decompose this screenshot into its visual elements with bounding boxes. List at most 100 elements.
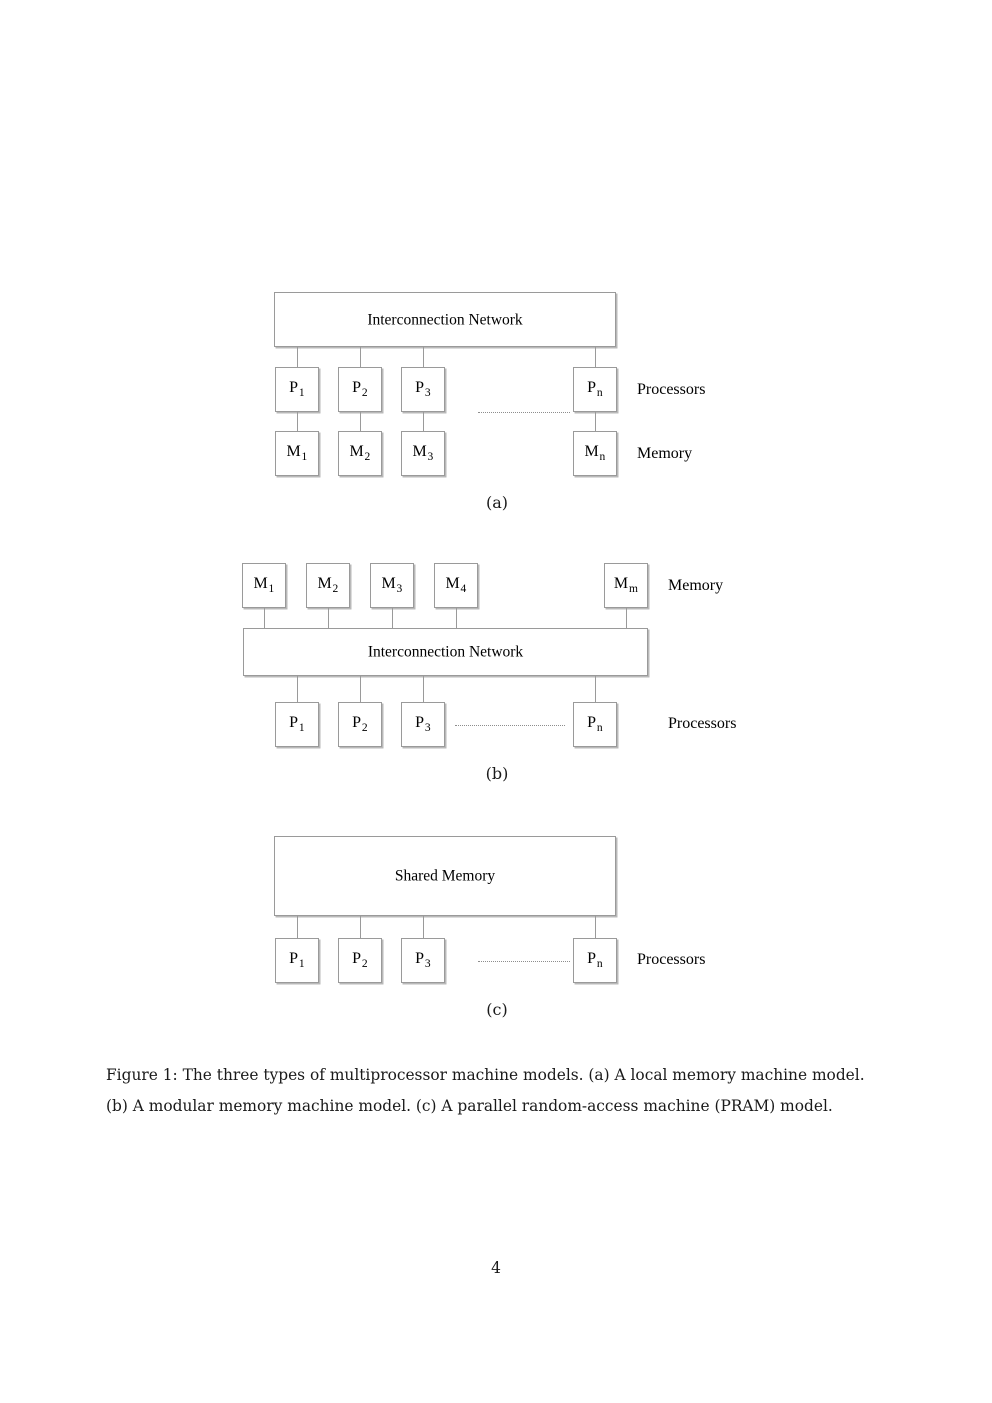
processor-label-p3-c: P3 xyxy=(402,949,444,971)
memory-letter-mm-b: M xyxy=(613,574,629,592)
processor-subscript-pn-a: n xyxy=(596,386,603,399)
processor-box-pn-c: Pn xyxy=(573,938,617,983)
processor-letter-pn-c: P xyxy=(587,949,597,967)
figure-caption-line-1: Figure 1: The three types of multiproces… xyxy=(106,1066,865,1084)
processor-box-p3-c: P3 xyxy=(401,938,445,983)
row-label-processors-a: Processors xyxy=(637,381,706,398)
connector-m3-network-b xyxy=(391,608,393,628)
memory-box-m1-a: M1 xyxy=(275,431,319,476)
processor-letter-p3-c: P xyxy=(415,949,425,967)
processor-label-pn-c: Pn xyxy=(574,949,616,971)
processor-subscript-p2-c: 2 xyxy=(361,957,368,970)
memory-letter-m1-b: M xyxy=(253,574,268,592)
memory-letter-m2-b: M xyxy=(317,574,332,592)
interconnection-network-box-a: Interconnection Network xyxy=(274,292,616,347)
figure-b-modular-memory-model: M1 M2 M3 M4 Mm xyxy=(242,563,737,783)
processor-box-p3-a: P3 xyxy=(401,367,445,412)
interconnection-network-label-a: Interconnection Network xyxy=(367,310,523,328)
processor-letter-p1-b: P xyxy=(289,713,299,731)
connector-p1-m1-a xyxy=(296,412,298,431)
processor-subscript-p1-a: 1 xyxy=(298,386,305,399)
processor-subscript-p2-b: 2 xyxy=(361,721,368,734)
processor-label-p2-a: P2 xyxy=(339,378,381,400)
connector-p3-m3-a xyxy=(423,412,424,431)
processor-box-p2-c: P2 xyxy=(338,938,382,983)
memory-letter-mn-a: M xyxy=(584,442,599,460)
memory-label-m2-a: M2 xyxy=(339,442,381,464)
memory-box-mm-b: Mm xyxy=(604,563,648,608)
processor-label-pn-a: Pn xyxy=(574,378,616,400)
processor-label-p3-a: P3 xyxy=(402,379,444,400)
memory-letter-m2-a: M xyxy=(349,442,364,460)
memory-label-m1-b: M1 xyxy=(243,574,285,596)
connector-pn-mn-a xyxy=(595,412,596,431)
memory-box-m2-a: M2 xyxy=(338,431,382,476)
processor-letter-p2-a: P xyxy=(352,378,362,396)
processor-box-pn-a: Pn xyxy=(573,367,617,412)
interconnection-network-box-b: Interconnection Network xyxy=(243,628,648,676)
connector-network-p1-a xyxy=(296,347,298,367)
row-label-memory-b: Memory xyxy=(668,577,724,594)
memory-box-m4-b: M4 xyxy=(434,563,478,608)
shared-memory-label-c: Shared Memory xyxy=(394,867,496,885)
processor-letter-p1-a: P xyxy=(289,378,299,396)
connector-memory-pn-c xyxy=(595,916,596,938)
interconnection-network-label-b: Interconnection Network xyxy=(367,643,524,661)
processor-label-p1-b: P1 xyxy=(276,713,318,735)
processor-letter-p2-b: P xyxy=(352,713,362,731)
processor-subscript-p1-b: 1 xyxy=(298,721,305,734)
shared-memory-box-c: Shared Memory xyxy=(274,836,616,916)
processor-letter-pn-a: P xyxy=(587,378,597,396)
processor-letter-p1-c: P xyxy=(289,949,299,967)
memory-subscript-mm-b: m xyxy=(628,582,639,595)
row-label-processors-b: Processors xyxy=(668,715,737,732)
processor-label-p1-c: P1 xyxy=(276,949,318,971)
connector-m2-network-b xyxy=(327,608,329,628)
processor-subscript-pn-c: n xyxy=(596,957,603,970)
memory-subscript-m2-b: 2 xyxy=(332,582,339,595)
processor-label-p2-b: P2 xyxy=(339,713,381,735)
ellipsis-dots-b xyxy=(455,725,565,727)
connector-network-p1-b xyxy=(296,676,298,702)
connector-network-pn-a xyxy=(595,347,596,367)
memory-letter-m4-b: M xyxy=(445,574,460,592)
processor-label-p2-c: P2 xyxy=(339,950,381,971)
ellipsis-dots-a xyxy=(478,412,570,414)
processor-label-p1-a: P1 xyxy=(276,378,318,400)
connector-network-pn-b xyxy=(595,676,596,702)
processor-subscript-p1-c: 1 xyxy=(298,957,305,970)
memory-box-mn-a: Mn xyxy=(573,431,617,476)
memory-label-m4-b: M4 xyxy=(435,574,477,596)
memory-subscript-m3-a: 3 xyxy=(427,450,434,463)
memory-subscript-m4-b: 4 xyxy=(460,582,467,595)
memory-label-mm-b: Mm xyxy=(605,574,647,596)
processor-subscript-p2-a: 2 xyxy=(361,386,368,399)
memory-label-m3-b: M3 xyxy=(371,574,413,596)
processor-label-p3-b: P3 xyxy=(402,714,444,735)
processor-subscript-p3-a: 3 xyxy=(424,386,431,399)
memory-box-m3-b: M3 xyxy=(370,563,414,608)
memory-letter-m3-b: M xyxy=(381,574,396,592)
row-label-processors-c: Processors xyxy=(637,951,706,968)
processor-subscript-p3-b: 3 xyxy=(424,721,431,734)
ellipsis-dots-c xyxy=(478,961,570,963)
memory-subscript-m2-a: 2 xyxy=(364,450,371,463)
processor-subscript-pn-b: n xyxy=(596,721,603,734)
processor-box-p3-b: P3 xyxy=(401,702,445,747)
connector-p2-m2-a xyxy=(360,412,361,431)
page-number: 4 xyxy=(491,1259,501,1277)
row-label-memory-a: Memory xyxy=(637,445,693,462)
connector-network-p3-a xyxy=(423,347,424,367)
connector-network-p2-b xyxy=(360,676,361,702)
figure-caption-line-2: (b) A modular memory machine model. (c) … xyxy=(106,1097,833,1115)
processor-box-pn-b: Pn xyxy=(573,702,617,747)
processor-box-p1-b: P1 xyxy=(275,702,319,747)
memory-box-m3-a: M3 xyxy=(401,431,445,476)
connector-mm-network-b xyxy=(625,608,627,628)
connector-m4-network-b xyxy=(455,608,457,628)
memory-label-m2-b: M2 xyxy=(307,574,349,596)
connector-network-p3-b xyxy=(423,676,424,702)
memory-label-m1-a: M1 xyxy=(276,443,318,464)
connector-memory-p3-c xyxy=(423,916,424,938)
